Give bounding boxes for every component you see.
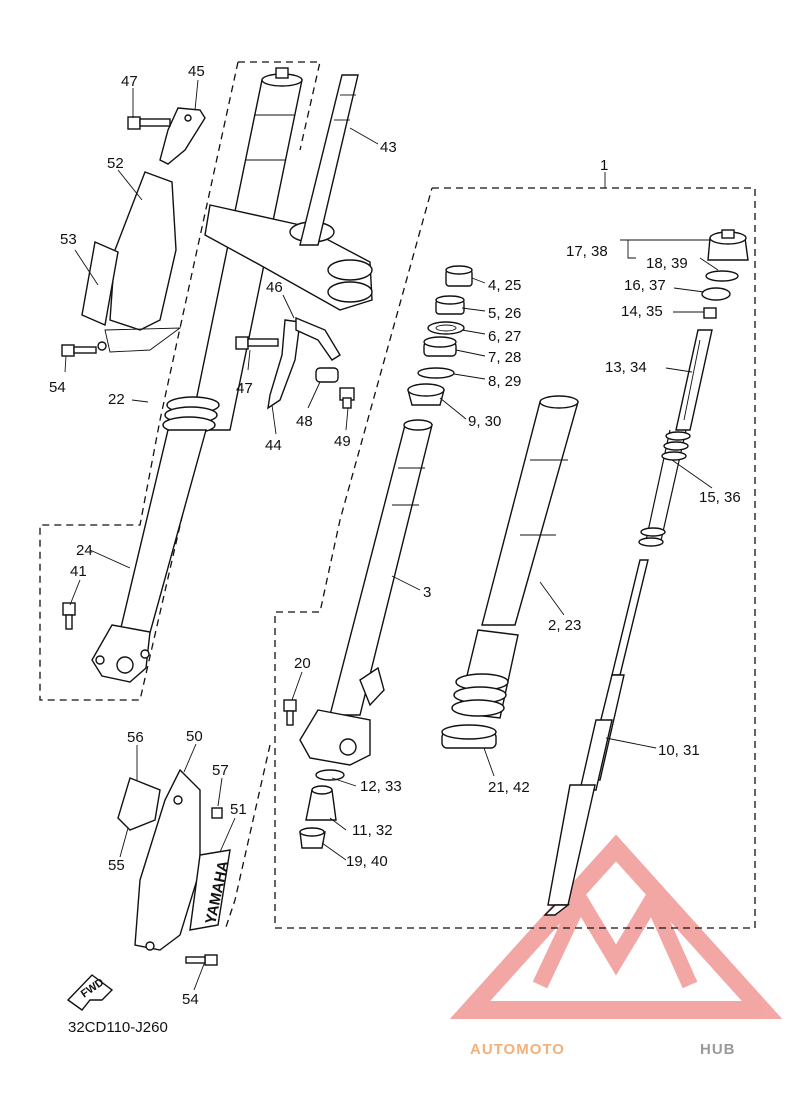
- watermark-automoto: AUTOMOTO: [470, 1041, 565, 1058]
- callout-label: 8, 29: [488, 373, 521, 390]
- triangle-m-logo-icon: [449, 834, 783, 1019]
- inner-tube-3-part: [299, 419, 433, 766]
- callout-label: 2, 23: [548, 617, 581, 634]
- callout-label: 4, 25: [488, 277, 521, 294]
- bushing-4-part: [445, 265, 473, 287]
- bracket-45-part: [159, 107, 206, 165]
- bushing-21-part: [441, 724, 497, 749]
- callout-label: 47: [236, 380, 253, 397]
- callout-label: 56: [127, 729, 144, 746]
- callout-label: 12, 33: [360, 778, 402, 795]
- collar-19-part: [299, 827, 326, 849]
- bolt-41-part: [62, 602, 76, 630]
- callout-label: 52: [107, 155, 124, 172]
- washer-5-part: [435, 295, 465, 315]
- callout-label: 14, 35: [621, 303, 663, 320]
- callout-label: 6, 27: [488, 328, 521, 345]
- callout-label: 46: [266, 279, 283, 296]
- nut-14-part: [703, 307, 717, 319]
- callout-label: 24: [76, 542, 93, 559]
- callout-label: 54: [49, 379, 66, 396]
- spacer-13-part: [675, 329, 713, 431]
- callout-label: 17, 38: [566, 243, 608, 260]
- callout-label: 1: [600, 157, 608, 174]
- callout-label: 43: [380, 139, 397, 156]
- callout-label: 53: [60, 231, 77, 248]
- outer-tube-2-part: [451, 395, 579, 719]
- washer-16-part: [701, 287, 731, 301]
- group-outline-guard: [224, 744, 271, 931]
- leader-lines: [64, 79, 719, 991]
- group-outline-right-fork: [274, 187, 756, 929]
- watermark-hub: HUB: [700, 1041, 736, 1058]
- callout-label: 48: [296, 413, 313, 430]
- diagram-code: 32CD110-J260: [68, 1019, 168, 1036]
- callout-label: 45: [188, 63, 205, 80]
- bracket-44-part: [267, 316, 341, 410]
- callout-labels: 47 45 52 53 54 22 46 47 48 44 49 43 1 17…: [49, 63, 741, 1008]
- callout-label: 47: [121, 73, 138, 90]
- dust-seal-9-part: [407, 383, 445, 406]
- decal-53-part: [81, 241, 119, 326]
- callout-label: 3: [423, 584, 431, 601]
- spring-15-part: [638, 429, 691, 547]
- callout-label: 18, 39: [646, 255, 688, 272]
- callout-label: 51: [230, 801, 247, 818]
- washer-6-part: [427, 321, 465, 335]
- bolt-54-lower-part: [185, 954, 218, 966]
- callout-label: 44: [265, 437, 282, 454]
- oil-seal-7-part: [423, 336, 457, 357]
- callout-label: 5, 26: [488, 305, 521, 322]
- bolt-54-upper-part: [61, 344, 97, 357]
- nut-57-part: [211, 807, 223, 819]
- cartridge-10-part: [543, 559, 649, 916]
- callout-label: 20: [294, 655, 311, 672]
- callout-label: 54: [182, 991, 199, 1008]
- group-outline-left-fork: [39, 61, 321, 701]
- callout-label: 16, 37: [624, 277, 666, 294]
- fwd-arrow-icon: FWD: [66, 974, 114, 1011]
- guard-plate-56-part: [117, 777, 161, 831]
- callout-label: 21, 42: [488, 779, 530, 796]
- cap-bolt-17-part: [707, 229, 749, 261]
- callout-label: 57: [212, 762, 229, 779]
- clip-8-part: [417, 367, 455, 379]
- callout-label: 13, 34: [605, 359, 647, 376]
- o-ring-12-part: [315, 769, 345, 781]
- callout-label: 55: [108, 857, 125, 874]
- callout-label: 19, 40: [346, 853, 388, 870]
- callout-label: 49: [334, 433, 351, 450]
- callout-label: 9, 30: [468, 413, 501, 430]
- callout-label: 11, 32: [352, 822, 393, 839]
- bolt-49-part: [339, 387, 355, 409]
- left-fork-assembly: [91, 67, 373, 683]
- callout-label: 15, 36: [699, 489, 741, 506]
- callout-label: 7, 28: [488, 349, 521, 366]
- callout-label: 41: [70, 563, 87, 580]
- bolt-47-upper-part: [127, 116, 171, 130]
- bolt-47-lower-part: [235, 336, 279, 350]
- callout-label: 10, 31: [658, 742, 700, 759]
- o-ring-18-part: [705, 270, 739, 282]
- fork-guard-50-part: [134, 768, 201, 951]
- callout-label: 22: [108, 391, 125, 408]
- bolt-20-part: [283, 699, 297, 726]
- clamp-48-part: [315, 367, 339, 383]
- bump-rubber-11-part: [305, 785, 337, 821]
- callout-label: 50: [186, 728, 203, 745]
